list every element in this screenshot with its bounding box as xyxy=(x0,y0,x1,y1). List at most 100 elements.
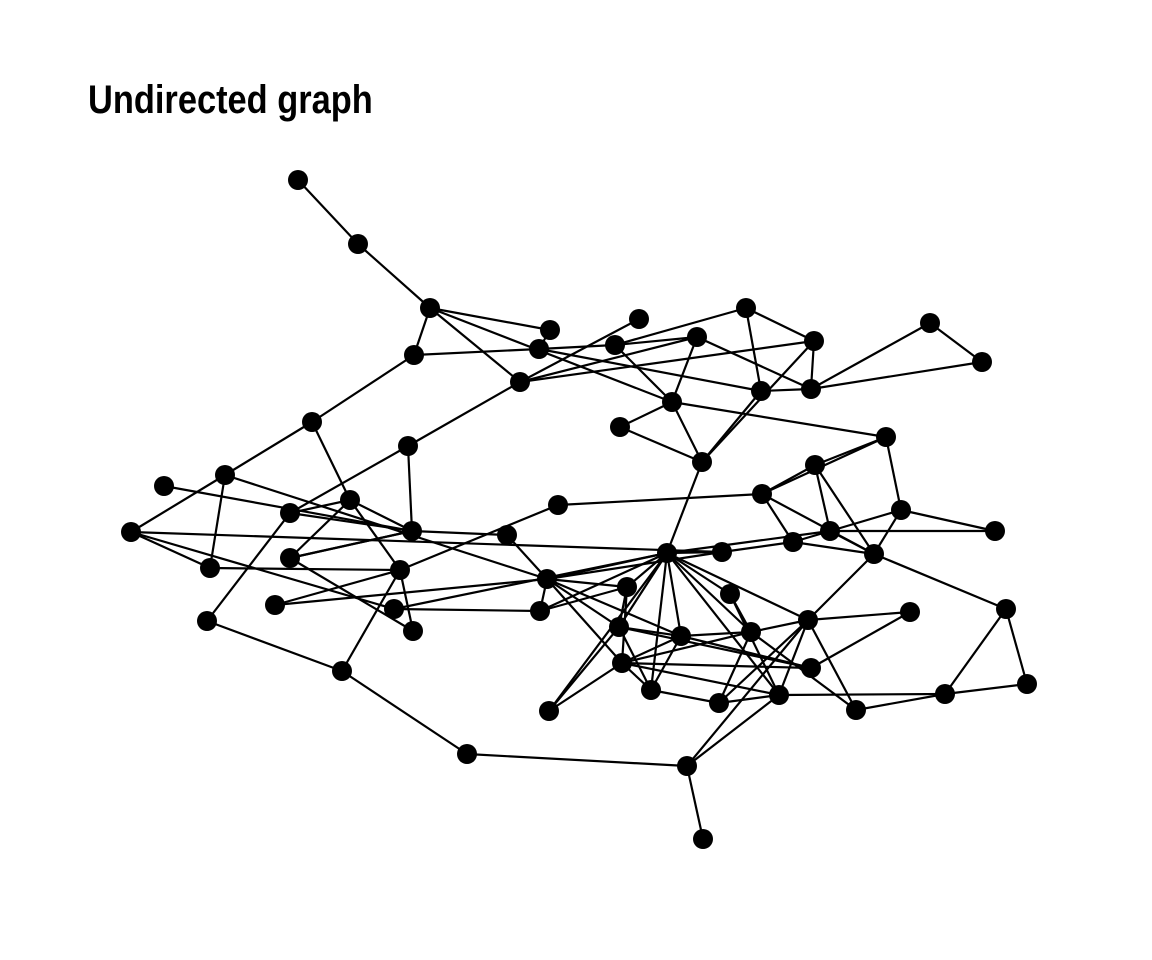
graph-node xyxy=(820,521,840,541)
graph-edge xyxy=(289,529,413,560)
graph-edge xyxy=(208,474,227,569)
graph-edge xyxy=(289,499,351,559)
graph-edge xyxy=(900,508,996,533)
graph-node xyxy=(197,611,217,631)
graph-node xyxy=(280,548,300,568)
graph-edge xyxy=(406,445,414,532)
graph-node xyxy=(402,521,422,541)
graph-node xyxy=(985,521,1005,541)
graph-node xyxy=(548,495,568,515)
graph-edge xyxy=(349,499,413,532)
graph-node xyxy=(617,577,637,597)
graph-node xyxy=(610,417,630,437)
graph-edge xyxy=(618,626,652,691)
graph-edge xyxy=(349,499,401,571)
graph-edge xyxy=(745,307,815,342)
graph-node xyxy=(390,560,410,580)
graph-edge xyxy=(1004,608,1029,685)
graph-edge xyxy=(311,421,351,501)
graph-node xyxy=(996,599,1016,619)
graph-edge xyxy=(130,474,226,533)
graph-edge xyxy=(130,530,211,570)
graph-edge xyxy=(224,421,313,476)
graph-edge xyxy=(621,661,812,670)
graph-node xyxy=(265,595,285,615)
graph-edge xyxy=(792,508,902,544)
graph-node xyxy=(752,484,772,504)
page-title: Undirected graph xyxy=(88,78,373,122)
graph-edge xyxy=(519,335,698,384)
graph-node xyxy=(712,542,732,562)
graph-edge xyxy=(399,503,559,572)
graph-edge xyxy=(701,340,815,463)
graph-edge xyxy=(548,552,668,712)
graph-edge xyxy=(206,512,291,622)
graph-edge xyxy=(621,661,780,697)
graph-edge xyxy=(429,307,521,383)
graph-edge xyxy=(761,464,816,495)
graph-edge xyxy=(289,511,413,533)
graph-edge xyxy=(944,608,1007,695)
graph-node xyxy=(692,452,712,472)
graph-edge xyxy=(407,381,521,447)
graph-edge xyxy=(686,619,809,767)
graph-node xyxy=(121,522,141,542)
graph-edge xyxy=(614,306,747,347)
graph-node xyxy=(783,532,803,552)
graph-node xyxy=(972,352,992,372)
graph-edge xyxy=(686,694,780,767)
graph-edge xyxy=(729,593,780,696)
graph-edge xyxy=(944,682,1028,696)
graph-edge xyxy=(718,693,780,705)
graph-node xyxy=(657,543,677,563)
graph-edge xyxy=(429,306,551,332)
graph-node xyxy=(200,558,220,578)
graph-edge xyxy=(721,540,794,554)
graph-node xyxy=(1017,674,1037,694)
graph-edge xyxy=(538,343,616,351)
graph-edge xyxy=(130,530,395,611)
graph-edge xyxy=(814,464,875,555)
graph-node xyxy=(801,658,821,678)
graph-node xyxy=(605,335,625,355)
graph-node xyxy=(629,309,649,329)
graph-edge xyxy=(546,551,668,581)
graph-edge xyxy=(413,347,540,357)
graph-node xyxy=(693,829,713,849)
graph-edge xyxy=(650,635,682,691)
graph-edge xyxy=(929,322,983,363)
graph-edge xyxy=(685,765,705,840)
edge-layer xyxy=(130,179,1029,840)
graph-edge xyxy=(557,492,763,507)
graph-edge xyxy=(393,607,541,613)
graph-node xyxy=(671,626,691,646)
graph-node xyxy=(677,756,697,776)
graph-node xyxy=(720,584,740,604)
graph-node xyxy=(540,320,560,340)
graph-node xyxy=(920,313,940,333)
graph-edge xyxy=(274,568,401,607)
graph-edge xyxy=(548,662,623,712)
graph-edge xyxy=(666,529,831,555)
graph-edge xyxy=(538,347,762,393)
graph-edge xyxy=(650,688,720,705)
graph-node xyxy=(302,412,322,432)
graph-node xyxy=(530,601,550,621)
graph-edge xyxy=(206,619,343,673)
graph-edge xyxy=(807,553,875,621)
graph-edge xyxy=(696,335,812,391)
graph-edge xyxy=(810,611,911,669)
graph-edge xyxy=(311,354,415,423)
graph-node xyxy=(404,345,424,365)
graph-node xyxy=(709,693,729,713)
graph-edge xyxy=(429,306,673,404)
graph-edge xyxy=(717,631,753,704)
graph-edge xyxy=(519,318,640,383)
graph-edge xyxy=(807,610,911,622)
graph-edge xyxy=(649,552,669,691)
graph-node xyxy=(215,465,235,485)
graph-edge xyxy=(274,577,548,607)
graph-edge xyxy=(297,179,359,245)
graph-edge xyxy=(411,529,508,537)
